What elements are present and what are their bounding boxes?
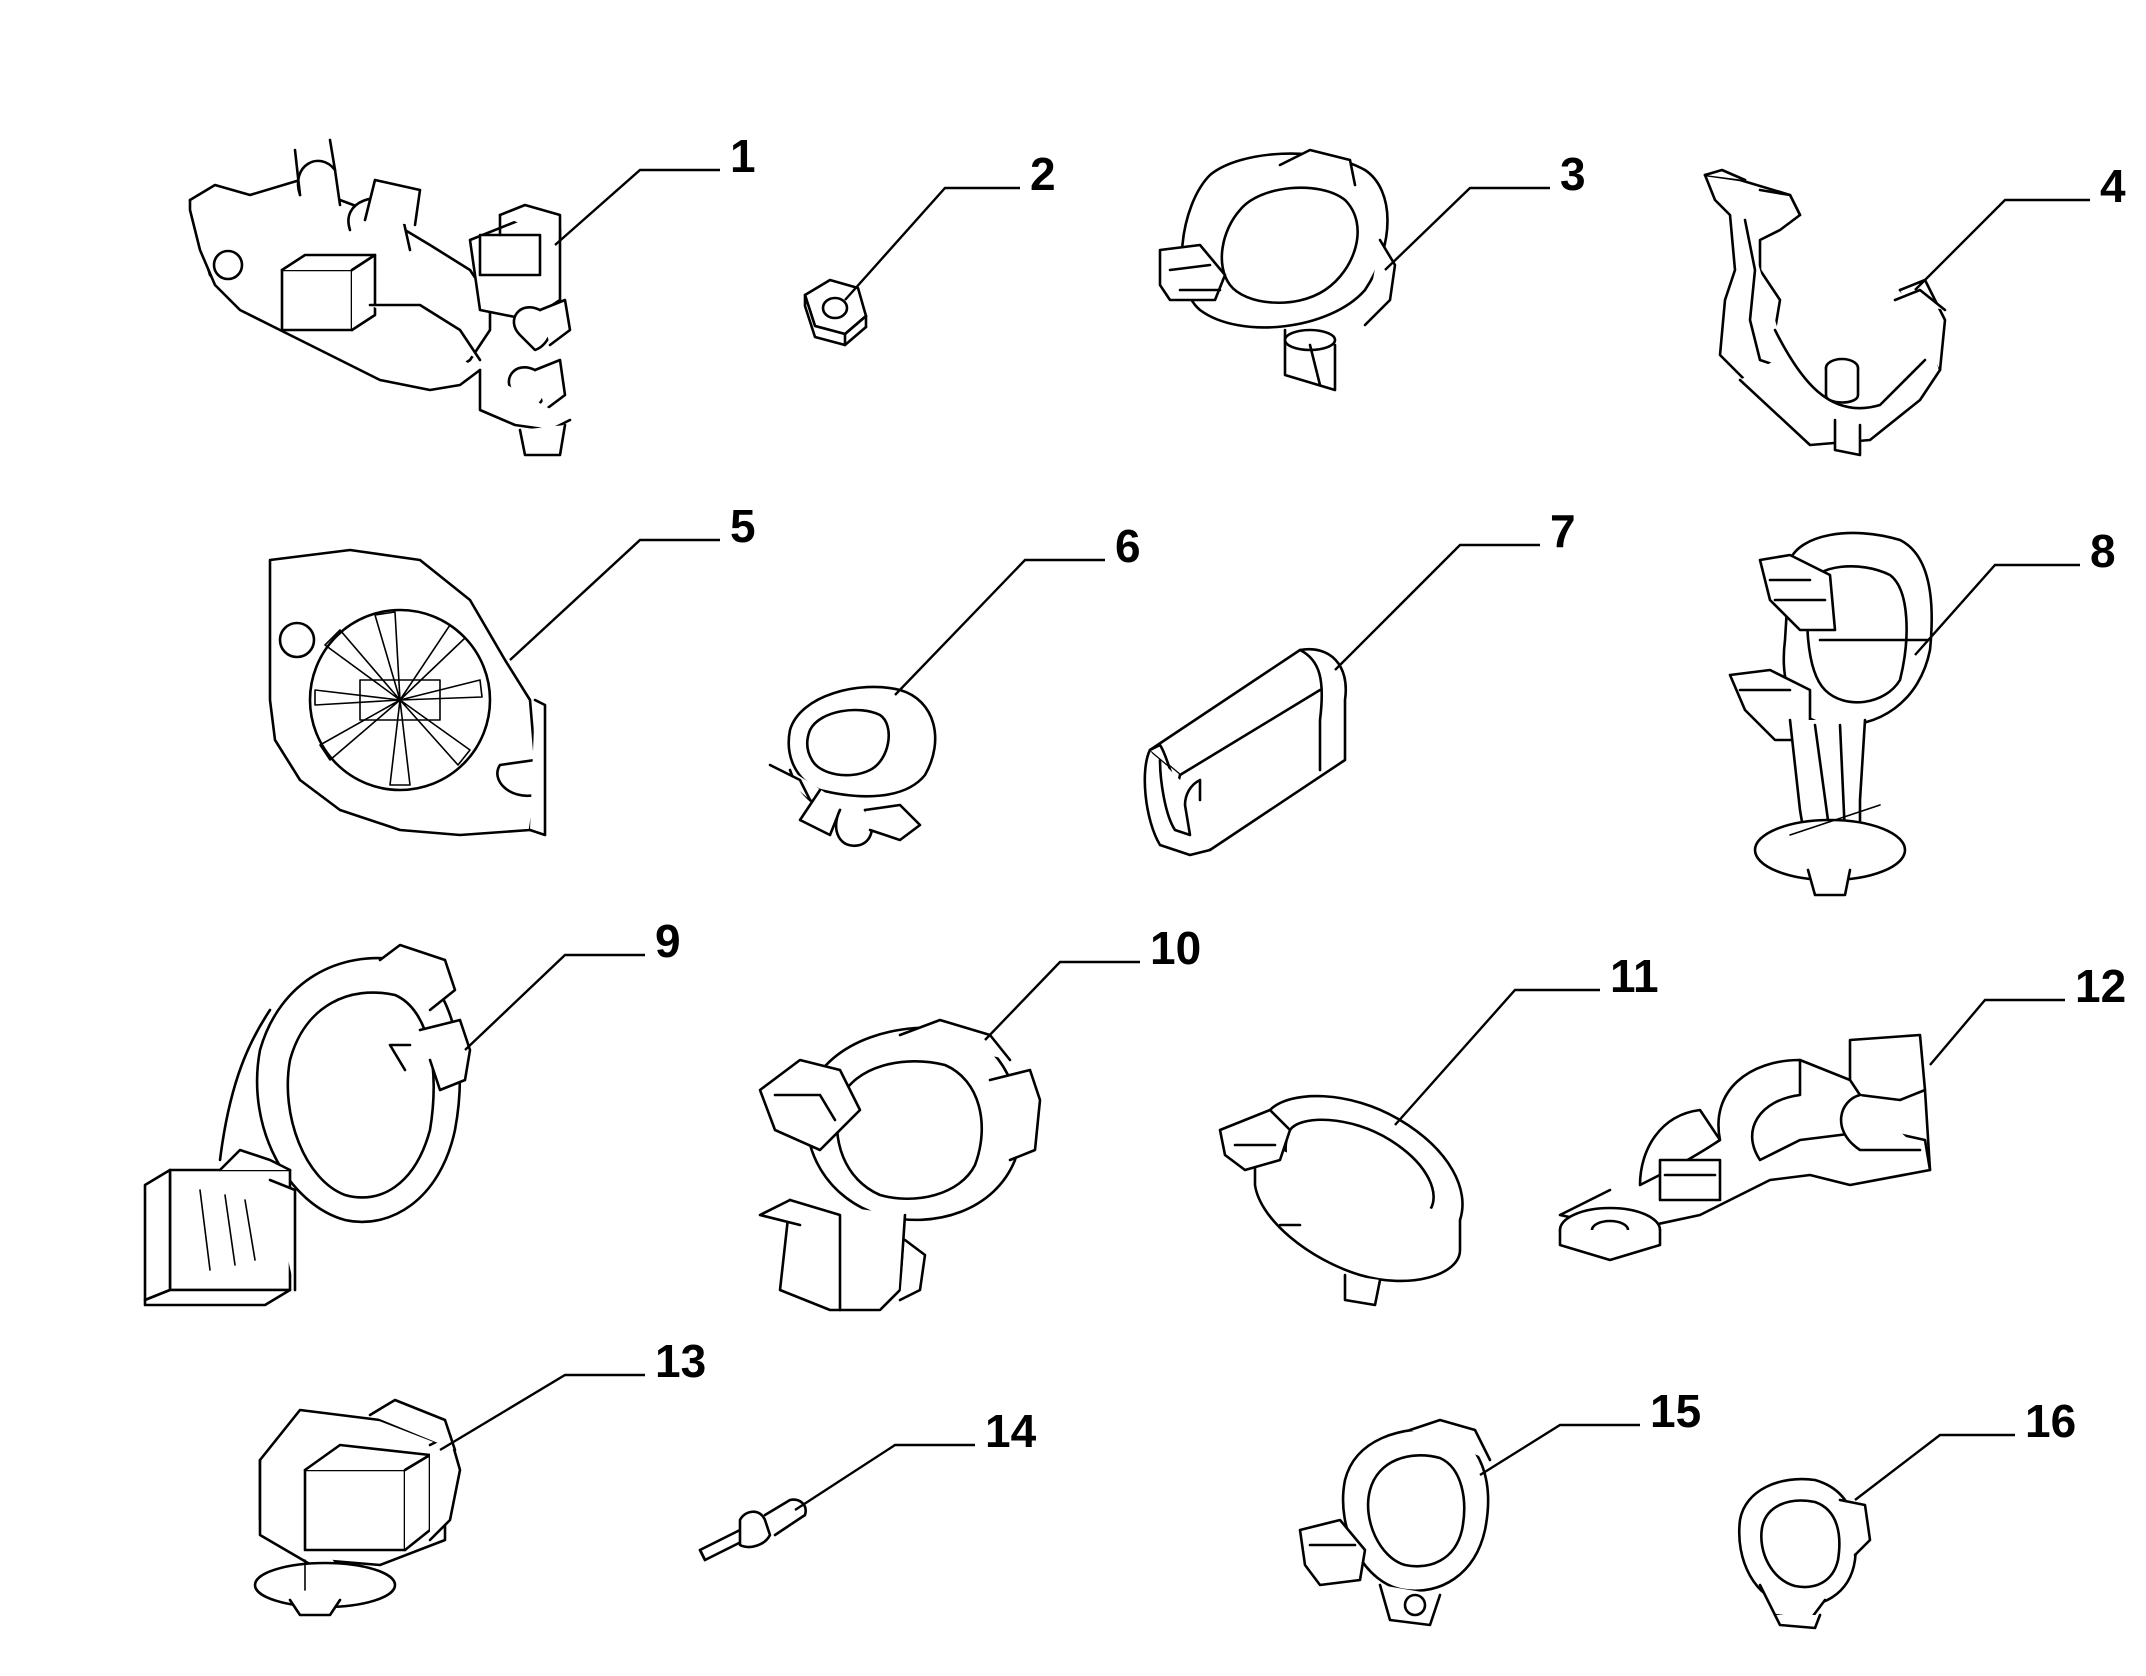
callout-number: 8 — [2090, 525, 2116, 577]
callout-number: 7 — [1550, 505, 1576, 557]
part-8-round-clamp-push-stud — [1728, 531, 1933, 897]
part-16-small-round-clip — [1737, 1477, 1872, 1630]
part-11-oval-band-clip — [1218, 1094, 1464, 1307]
part-1-multi-clip-bracket — [188, 138, 572, 457]
part-2-hex-nut — [803, 278, 868, 347]
callout-4: 4 — [1914, 160, 2126, 291]
callout-12: 12 — [1929, 960, 2126, 1066]
callout-3: 3 — [1384, 148, 1586, 271]
callout-number: 11 — [1610, 950, 1659, 1002]
callout-number: 14 — [985, 1405, 1037, 1457]
part-6-spring-clip — [768, 685, 937, 848]
callout-number: 9 — [655, 915, 681, 967]
callout-11: 11 — [1394, 950, 1659, 1126]
callout-6: 6 — [894, 520, 1141, 696]
callout-number: 1 — [730, 130, 756, 182]
callout-number: 6 — [1115, 520, 1141, 572]
part-7-edge-trim-clip — [1143, 647, 1348, 857]
callout-8: 8 — [1914, 525, 2116, 656]
callout-1: 1 — [554, 130, 756, 246]
callout-13: 13 — [439, 1335, 706, 1452]
callout-number: 5 — [730, 500, 756, 552]
callout-9: 9 — [464, 915, 681, 1051]
callout-2: 2 — [844, 148, 1056, 301]
callout-number: 13 — [655, 1335, 706, 1387]
part-5-grommet-plate — [268, 548, 547, 837]
callout-7: 7 — [1334, 505, 1576, 671]
part-13-square-clip-push-stud — [253, 1398, 462, 1617]
callout-number: 16 — [2025, 1395, 2076, 1447]
part-14-rivet — [698, 1498, 807, 1562]
callout-number: 15 — [1650, 1385, 1701, 1437]
callout-15: 15 — [1479, 1385, 1701, 1477]
part-10-round-clamp-bracket — [758, 1018, 1042, 1312]
callout-5: 5 — [509, 500, 756, 661]
callout-14: 14 — [794, 1405, 1037, 1512]
part-15-round-clamp — [1298, 1418, 1492, 1627]
callout-16: 16 — [1854, 1395, 2076, 1501]
part-9-circular-clamp-square-base — [143, 943, 472, 1307]
callout-number: 12 — [2075, 960, 2126, 1012]
callout-number: 3 — [1560, 148, 1586, 200]
part-3-oval-clamp-with-stud — [1158, 148, 1397, 392]
part-12-saddle-clip-eyelet — [1558, 1033, 1932, 1262]
callout-number: 4 — [2100, 160, 2126, 212]
callout-10: 10 — [984, 922, 1201, 1041]
callout-number: 2 — [1030, 148, 1056, 200]
part-4-saddle-clip — [1703, 168, 1947, 457]
callout-number: 10 — [1150, 922, 1201, 974]
